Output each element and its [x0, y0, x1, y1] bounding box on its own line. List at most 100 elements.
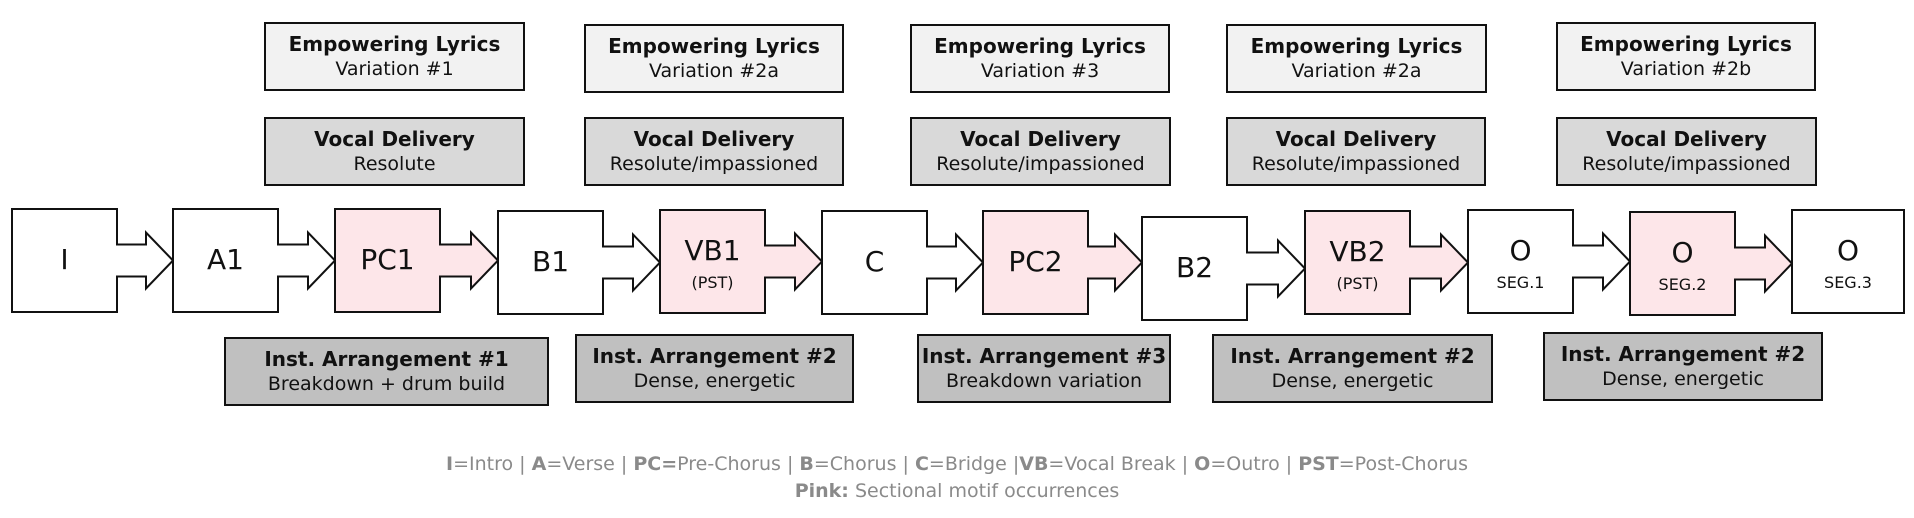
legend-separator: |	[1175, 453, 1195, 475]
lyrics-box-5: Empowering Lyrics Variation #2b	[1556, 22, 1816, 91]
legend-key: VB	[1019, 453, 1049, 475]
lyrics-title: Empowering Lyrics	[934, 34, 1146, 59]
section-shape-motif	[334, 208, 500, 313]
legend-value: =Post-Chorus	[1338, 453, 1468, 475]
section-label: VB1	[684, 234, 740, 267]
section-label: PC2	[1008, 245, 1062, 278]
lyrics-box-4: Empowering Lyrics Variation #2a	[1226, 24, 1487, 93]
section-sublabel: SEG.1	[1497, 273, 1545, 292]
section-shape-motif	[1304, 210, 1470, 315]
lyrics-title: Empowering Lyrics	[608, 34, 820, 59]
vocal-box-1: Vocal Delivery Resolute	[264, 117, 525, 186]
vocal-title: Vocal Delivery	[960, 127, 1121, 152]
section-shape	[172, 208, 337, 313]
lyrics-variation: Variation #2a	[1291, 60, 1422, 83]
inst-description: Breakdown variation	[945, 370, 1143, 393]
legend-abbreviations: I=Intro | A=Verse | PC=Pre-Chorus | B=Ch…	[0, 453, 1914, 475]
section-shape	[1467, 209, 1632, 314]
inst-box-3: Inst. Arrangement #3 Breakdown variation	[917, 334, 1171, 403]
section-6: C	[821, 210, 985, 315]
lyrics-variation: Variation #1	[335, 58, 454, 81]
inst-description: Dense, energetic	[1602, 368, 1764, 391]
legend-separator: |	[1006, 453, 1020, 475]
section-shape-motif	[982, 210, 1144, 315]
section-label: B1	[532, 245, 569, 278]
inst-title: Inst. Arrangement #1	[264, 347, 509, 372]
legend-key: O	[1194, 453, 1211, 475]
legend-key: A	[531, 453, 547, 475]
lyrics-variation: Variation #2b	[1620, 58, 1752, 81]
lyrics-variation: Variation #2a	[649, 60, 779, 83]
section-shape	[497, 210, 662, 315]
vocal-title: Vocal Delivery	[633, 127, 795, 152]
lyrics-box-3: Empowering Lyrics Variation #3	[910, 24, 1170, 93]
inst-title: Inst. Arrangement #2	[592, 344, 837, 369]
legend-pink-value: Sectional motif occurrences	[848, 480, 1120, 502]
section-7: PC2	[982, 210, 1144, 315]
legend-value: =Intro	[453, 453, 514, 475]
lyrics-box-2: Empowering Lyrics Variation #2a	[584, 24, 844, 93]
legend-item: I=Intro	[446, 453, 513, 475]
inst-title: Inst. Arrangement #2	[1230, 344, 1475, 369]
section-2: A1	[172, 208, 337, 313]
vocal-style: Resolute	[353, 153, 436, 176]
inst-box-4: Inst. Arrangement #2 Dense, energetic	[1212, 334, 1493, 403]
legend-value: =Outro	[1210, 453, 1280, 475]
legend-separator: |	[1279, 453, 1299, 475]
legend-key: I	[446, 453, 454, 475]
section-label: VB2	[1329, 235, 1385, 268]
inst-description: Dense, energetic	[1271, 370, 1434, 393]
legend-separator: |	[614, 453, 634, 475]
inst-description: Dense, energetic	[633, 370, 796, 393]
legend-separator: |	[896, 453, 915, 475]
legend-key: PST	[1298, 453, 1339, 475]
section-label: O	[1671, 236, 1693, 269]
legend-value: Pre-Chorus	[677, 453, 781, 475]
section-shape	[11, 208, 175, 313]
inst-title: Inst. Arrangement #2	[1560, 342, 1806, 367]
vocal-title: Vocal Delivery	[314, 127, 475, 152]
legend-motif-note: Pink: Sectional motif occurrences	[0, 480, 1914, 502]
vocal-title: Vocal Delivery	[1275, 127, 1437, 152]
section-label: C	[865, 245, 885, 278]
legend-item: PC=Pre-Chorus	[633, 453, 781, 475]
legend-value: =Verse	[546, 453, 615, 475]
vocal-box-2: Vocal Delivery Resolute/impassioned	[584, 117, 844, 186]
section-1: I	[11, 208, 175, 313]
legend-item: B=Chorus	[799, 453, 896, 475]
legend-item: VB=Vocal Break	[1019, 453, 1175, 475]
section-sublabel: SEG.3	[1824, 273, 1872, 292]
vocal-style: Resolute/impassioned	[1251, 153, 1461, 176]
legend-key: C	[914, 453, 929, 475]
lyrics-title: Empowering Lyrics	[288, 32, 501, 57]
legend-key: PC=	[633, 453, 678, 475]
inst-box-5: Inst. Arrangement #2 Dense, energetic	[1543, 332, 1823, 401]
lyrics-title: Empowering Lyrics	[1250, 34, 1463, 59]
vocal-style: Resolute/impassioned	[609, 153, 819, 176]
legend-separator: |	[513, 453, 532, 475]
section-8: B2	[1141, 216, 1307, 321]
section-label: I	[60, 243, 68, 276]
legend-item: A=Verse	[532, 453, 615, 475]
section-shape	[1141, 216, 1307, 321]
section-shape-motif	[1629, 211, 1794, 316]
section-sublabel: (PST)	[691, 273, 733, 292]
legend-value: =Chorus	[813, 453, 897, 475]
section-10: O SEG.1	[1467, 209, 1632, 314]
section-5: VB1 (PST)	[659, 209, 824, 314]
section-label: O	[1509, 234, 1531, 267]
section-shape	[821, 210, 985, 315]
inst-description: Breakdown + drum build	[267, 373, 506, 396]
vocal-box-3: Vocal Delivery Resolute/impassioned	[910, 117, 1171, 186]
inst-title: Inst. Arrangement #3	[921, 344, 1167, 369]
section-9: VB2 (PST)	[1304, 210, 1470, 315]
section-sublabel: (PST)	[1336, 274, 1378, 293]
section-label: PC1	[360, 243, 414, 276]
lyrics-box-1: Empowering Lyrics Variation #1	[264, 22, 525, 91]
vocal-title: Vocal Delivery	[1606, 127, 1767, 152]
inst-box-1: Inst. Arrangement #1 Breakdown + drum bu…	[224, 337, 549, 406]
lyrics-title: Empowering Lyrics	[1580, 32, 1792, 57]
inst-box-2: Inst. Arrangement #2 Dense, energetic	[575, 334, 854, 403]
